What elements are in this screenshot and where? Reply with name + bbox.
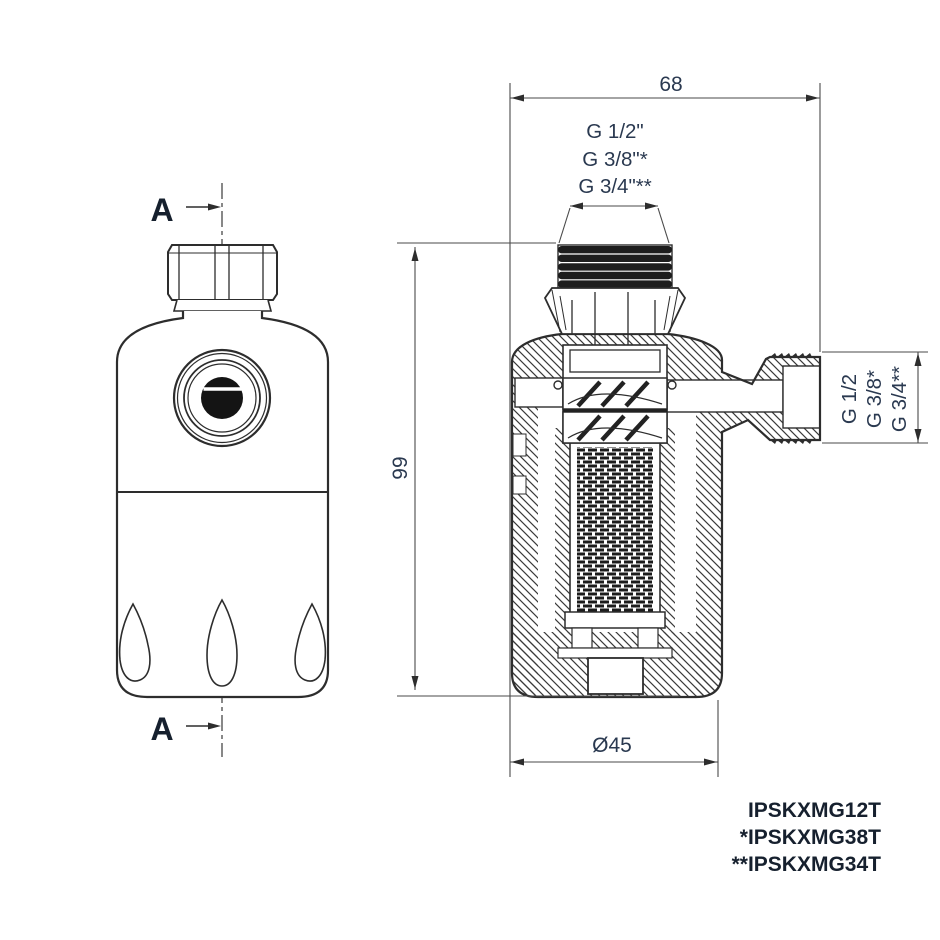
top-thread-label-2: G 3/8"* <box>582 148 647 171</box>
drain-plug <box>587 657 644 695</box>
port-plug <box>201 377 243 419</box>
dim-height-text: 99 <box>389 456 412 479</box>
dim-width-68: 68 <box>510 73 820 102</box>
front-port <box>172 348 272 448</box>
grip-cutouts <box>118 598 327 687</box>
section-view <box>510 244 822 699</box>
top-thread-label-3: G 3/4"** <box>578 175 651 198</box>
cartridge <box>553 349 677 695</box>
section-marker-bottom: A <box>150 711 221 747</box>
dim-outlet-size <box>914 352 922 443</box>
left-exterior-view: A A <box>115 183 330 757</box>
body-outline <box>115 311 330 699</box>
dim-height-99: 99 <box>389 247 419 690</box>
top-nut <box>167 244 278 312</box>
side-thread-label-1: G 1/2 <box>838 374 861 424</box>
part-number-2: *IPSKXMG38T <box>740 826 881 849</box>
part-number-1: IPSKXMG12T <box>748 799 881 822</box>
male-thread <box>557 244 673 289</box>
top-thread-label-1: G 1/2" <box>586 120 643 143</box>
filter-mesh <box>577 447 653 613</box>
dim-diameter-45: Ø45 <box>510 734 718 766</box>
dim-diameter-text: Ø45 <box>592 734 632 757</box>
collet <box>543 287 687 345</box>
part-number-3: **IPSKXMG34T <box>732 853 882 876</box>
side-thread-label-3: G 3/4** <box>888 366 911 432</box>
dimensions: 68 99 Ø45 <box>389 73 928 777</box>
labels: G 1/2" G 3/8"* G 3/4"** G 1/2 G 3/8* G 3… <box>578 120 911 876</box>
dim-width-text: 68 <box>659 73 682 96</box>
section-marker-top: A <box>150 192 221 228</box>
section-label-a-bottom: A <box>150 711 173 747</box>
side-thread-label-2: G 3/8* <box>863 370 886 428</box>
dim-thread-width <box>558 202 670 244</box>
outlet-thread-serrations <box>770 353 812 444</box>
section-label-a-top: A <box>150 192 173 228</box>
